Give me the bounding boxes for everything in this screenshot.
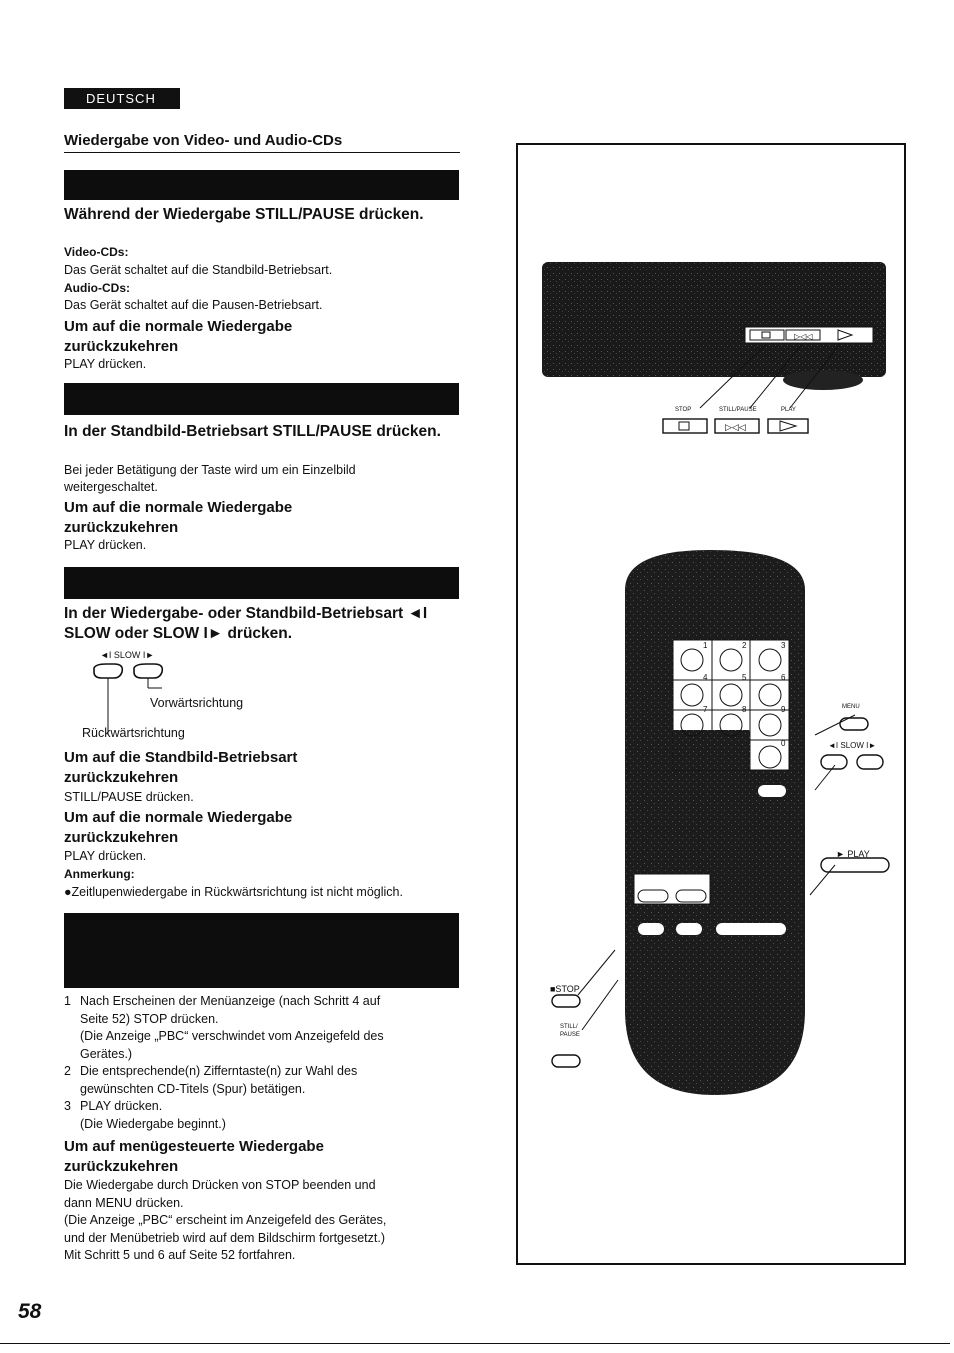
text-line: Die Wiedergabe durch Drücken von STOP be…	[64, 1178, 376, 1192]
section1-return-heading: Um auf die normale Wiedergabe zurückzuke…	[64, 318, 293, 355]
step-3: 3 PLAY drücken. (Die Wiedergabe beginnt.…	[64, 1098, 454, 1133]
section1-audio-label: Audio-CDs:	[64, 281, 130, 295]
text-line: (Die Anzeige „PBC“ erscheint im Anzeigef…	[64, 1213, 387, 1227]
key-label: 5	[742, 673, 747, 682]
section3-return-text: PLAY drücken.	[64, 849, 147, 863]
step-1: 1 Nach Erscheinen der Menüanzeige (nach …	[64, 993, 454, 1063]
step-line: gewünschten CD-Titels (Spur) betätigen.	[80, 1081, 306, 1096]
player-unit-illustration: ▷◁◁ ▷◁◁	[542, 262, 886, 434]
pause-label: PAUSE	[560, 1032, 580, 1038]
unit-play-label: PLAY	[781, 407, 796, 413]
key-label: 8	[742, 705, 747, 714]
remote-control-illustration	[551, 550, 890, 1095]
step-2: 2 Die entsprechende(n) Zifferntaste(n) z…	[64, 1063, 454, 1098]
slow-side-label: ◄I SLOW I►	[828, 741, 877, 750]
section2-text: Bei jeder Betätigung der Taste wird um e…	[64, 463, 356, 494]
key-label: 7	[703, 705, 708, 714]
section1-video-label: Video-CDs:	[64, 245, 129, 259]
unit-stop-label: STOP	[675, 407, 692, 413]
key-label: 9	[781, 705, 786, 714]
slow-buttons-diagram	[93, 663, 164, 734]
section4-header-bar	[64, 913, 459, 988]
section4-return-heading: Um auf menügesteuerte Wiedergabe zurückz…	[64, 1138, 324, 1175]
step-line: (Die Wiedergabe beginnt.)	[80, 1116, 226, 1131]
section3-still-text: STILL/PAUSE drücken.	[64, 790, 194, 804]
play-label: ► PLAY	[836, 849, 870, 859]
key-label: 2	[742, 641, 747, 650]
section4-text: Die Wiedergabe durch Drücken von STOP be…	[64, 1177, 454, 1265]
still-label: STILL/	[560, 1024, 578, 1030]
step-number: 3	[64, 1099, 71, 1113]
text-line: dann MENU drücken.	[64, 1195, 184, 1210]
page-title: Wiedergabe von Video- und Audio-CDs	[64, 132, 343, 149]
step-line: PLAY drücken.	[80, 1099, 163, 1113]
section1-video-text: Das Gerät schaltet auf die Standbild-Bet…	[64, 263, 333, 277]
figure-frame	[516, 143, 906, 1265]
key-label: 0	[781, 739, 786, 748]
section1-return-text: PLAY drücken.	[64, 357, 147, 371]
page-number: 58	[18, 1300, 42, 1323]
key-label: 1	[703, 641, 708, 650]
step-line: Gerätes.)	[80, 1046, 133, 1061]
language-tab: DEUTSCH	[64, 88, 180, 109]
section3-still-heading: Um auf die Standbild-Betriebsart zurückz…	[64, 749, 298, 786]
bottom-rule	[0, 1343, 950, 1344]
step-line: Seite 52) STOP drücken.	[80, 1011, 219, 1026]
menu-label: MENU	[842, 704, 860, 710]
step-number: 2	[64, 1064, 71, 1078]
step-line: Die entsprechende(n) Zifferntaste(n) zur…	[80, 1064, 358, 1078]
section3-header-bar	[64, 567, 459, 599]
unit-still-pause-label: STILL/PAUSE	[719, 407, 757, 413]
section3-return-heading: Um auf die normale Wiedergabe zurückzuke…	[64, 809, 293, 846]
section4-steps: 1 Nach Erscheinen der Menüanzeige (nach …	[64, 993, 454, 1133]
key-label: 6	[781, 673, 786, 682]
step-number: 1	[64, 994, 71, 1008]
text-line: Mit Schritt 5 und 6 auf Seite 52 fortfah…	[64, 1248, 296, 1262]
section3-heading: In der Wiedergabe- oder Standbild-Betrie…	[64, 605, 428, 642]
svg-text:▷◁◁: ▷◁◁	[725, 422, 746, 432]
section2-header-bar	[64, 383, 459, 415]
key-label: 4	[703, 673, 708, 682]
section2-return-text: PLAY drücken.	[64, 538, 147, 552]
backward-direction-label: Rückwärtsrichtung	[82, 726, 185, 740]
step-line: Nach Erscheinen der Menüanzeige (nach Sc…	[80, 994, 381, 1008]
section1-header-bar	[64, 170, 459, 200]
section2-return-heading: Um auf die normale Wiedergabe zurückzuke…	[64, 499, 293, 536]
slow-buttons-label: ◄I SLOW I►	[100, 650, 155, 660]
text-line: und der Menübetrieb wird auf dem Bildsch…	[64, 1230, 385, 1245]
section2-heading: In der Standbild-Betriebsart STILL/PAUSE…	[64, 423, 441, 440]
section3-note-label: Anmerkung:	[64, 867, 135, 881]
section3-note-text: ●Zeitlupenwiedergabe in Rückwärtsrichtun…	[64, 885, 403, 899]
stop-label: ■STOP	[550, 984, 580, 994]
key-label: 3	[781, 641, 786, 650]
title-rule	[64, 152, 460, 153]
forward-direction-label: Vorwärtsrichtung	[150, 696, 244, 710]
section1-audio-text: Das Gerät schaltet auf die Pausen-Betrie…	[64, 298, 323, 312]
slow-on-remote-label: ◄I SLOW I►	[640, 876, 689, 885]
section1-heading: Während der Wiedergabe STILL/PAUSE drück…	[64, 206, 424, 223]
svg-text:▷◁◁: ▷◁◁	[794, 332, 813, 341]
step-line: (Die Anzeige „PBC“ verschwindet vom Anze…	[80, 1029, 384, 1043]
